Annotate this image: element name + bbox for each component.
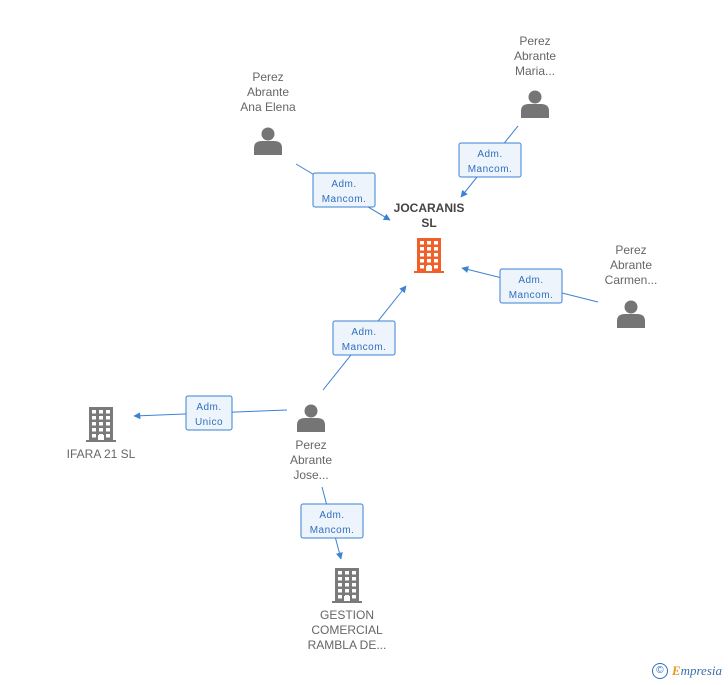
person-icon [521,90,549,118]
node-label-line: SL [421,216,436,230]
edge-label-line: Adm. [331,179,356,190]
node-label-line: Perez [615,243,646,257]
copyright-icon: © [651,663,668,679]
person-icon [254,127,282,155]
node-label-line: Abrante [514,49,556,63]
brand-logo[interactable]: Empresia [672,663,722,679]
edge-label-line: Unico [195,417,223,428]
edge-label-line: Mancom. [342,342,387,353]
edge-label-line: Adm. [319,510,344,521]
edge-jose-to-jocaranis[interactable]: Adm. Mancom. [322,285,407,391]
edge-label-line: Mancom. [468,164,513,175]
node-label-line: Perez [295,438,326,452]
node-label-line: Jose... [293,468,328,482]
brand-initial: E [671,663,681,678]
edge-maria-to-jocaranis[interactable]: Adm. Mancom. [458,125,522,198]
edge-carmen-to-jocaranis[interactable]: Adm. Mancom. [461,266,599,304]
edge-label-box[interactable] [458,142,522,178]
node-label-line: JOCARANIS [394,201,465,215]
edge-ana-to-jocaranis[interactable]: Adm. Mancom. [295,163,391,221]
edges: Adm. Mancom. Adm. Mancom. Adm. Mancom. Adm. Man… [133,125,599,560]
edge-label-line: Mancom. [310,525,355,536]
edge-label-line: Mancom. [509,290,554,301]
edge-label-box[interactable] [312,172,376,208]
node-label-line: Abrante [610,258,652,272]
node-label-line: IFARA 21 SL [67,447,136,461]
node-jose[interactable]: PerezAbranteJose... [290,404,332,483]
person-icon [617,300,645,328]
building-icon [414,238,444,273]
edge-label-line: Adm. [477,149,502,160]
node-label-line: Ana Elena [240,100,296,114]
node-label-line: Perez [252,70,283,84]
node-label-line: GESTION [320,608,374,622]
node-label-line: Maria... [515,64,555,78]
edge-label-line: Adm. [196,402,221,413]
edge-label-box[interactable] [300,503,364,539]
node-carmen[interactable]: PerezAbranteCarmen... [605,243,658,328]
node-label-line: Perez [519,34,550,48]
node-label-line: COMERCIAL [311,623,383,637]
edge-label-line: Adm. [351,327,376,338]
building-icon [332,568,362,603]
edge-label-line: Mancom. [322,194,367,205]
edge-label-line: Adm. [518,275,543,286]
node-maria[interactable]: PerezAbranteMaria... [514,34,556,118]
edge-jose-to-ifara[interactable]: Adm. Unico [133,395,288,431]
edge-label-box[interactable] [332,320,396,356]
edge-jose-to-gestion[interactable]: Adm. Mancom. [300,486,364,560]
brand-name: mpresia [680,663,722,678]
node-ifara[interactable]: IFARA 21 SL [67,407,136,461]
person-icon [297,404,325,432]
node-label-line: Abrante [247,85,289,99]
edge-label-box[interactable] [185,395,233,431]
building-icon [86,407,116,442]
node-label-line: Carmen... [605,273,658,287]
node-label-line: Abrante [290,453,332,467]
node-label-line: RAMBLA DE... [308,638,387,652]
footer-credit: © Empresia [651,663,722,679]
edge-label-box[interactable] [499,268,563,304]
